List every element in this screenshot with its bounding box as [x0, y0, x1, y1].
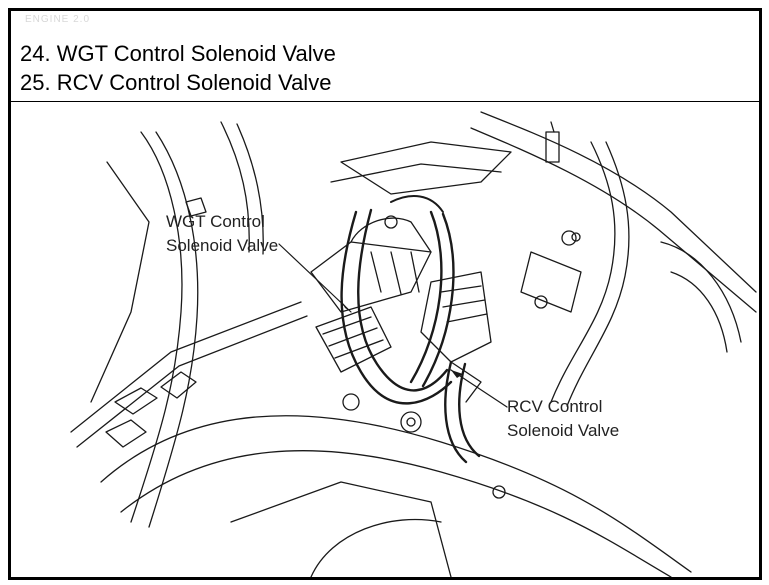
engine-illustration: WGT Control Solenoid Valve RCV Control S… — [11, 102, 759, 577]
rcv-arrowhead — [451, 370, 463, 378]
wgt-arrowhead — [341, 301, 351, 312]
wgt-callout-label: WGT Control Solenoid Valve — [166, 210, 278, 258]
engine-line-art — [70, 111, 757, 577]
wgt-label-line-2: Solenoid Valve — [166, 236, 279, 255]
caption-item-25: 25. RCV Control Solenoid Valve — [20, 70, 332, 95]
rcv-callout-label: RCV Control Solenoid Valve — [507, 395, 619, 443]
caption-item-24: 24. WGT Control Solenoid Valve — [20, 41, 336, 66]
figure-frame: ENGINE 2.0 24. WGT Control Solenoid Valv… — [8, 8, 762, 580]
rcv-label-line-2: Solenoid Valve — [507, 421, 620, 440]
rcv-label-line-1: RCV Control — [507, 397, 603, 416]
faint-header-text: ENGINE 2.0 — [25, 14, 91, 25]
wgt-label-line-1: WGT Control — [166, 212, 265, 231]
caption-header: ENGINE 2.0 24. WGT Control Solenoid Valv… — [11, 11, 759, 102]
